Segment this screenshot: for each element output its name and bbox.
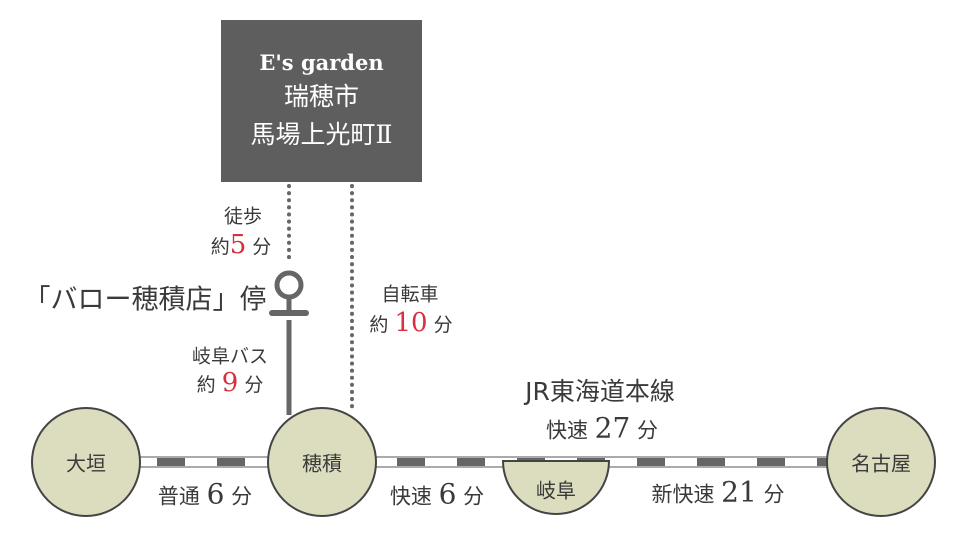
- unit: 分: [637, 418, 659, 443]
- destination-city: 瑞穂市: [283, 82, 359, 111]
- prefix: 約: [369, 314, 389, 336]
- bus-minutes: 9: [221, 368, 239, 398]
- station-label: 大垣: [66, 451, 106, 476]
- prefix: 約: [196, 374, 216, 396]
- destination-box: E's garden 瑞穂市 馬場上光町Ⅱ: [221, 20, 422, 182]
- destination-area: 馬場上光町Ⅱ: [250, 120, 393, 149]
- unit: 分: [463, 484, 485, 509]
- station-label: 岐阜: [536, 478, 576, 503]
- minutes: 6: [206, 477, 225, 511]
- unit: 分: [252, 236, 272, 258]
- unit: 分: [763, 482, 785, 507]
- service: 快速: [389, 484, 432, 509]
- line-minutes: 27: [594, 411, 631, 445]
- service: 新快速: [651, 482, 715, 507]
- station-hozumi: [267, 407, 377, 517]
- station-gifu: [501, 460, 611, 515]
- minutes: 21: [721, 475, 757, 509]
- rail-line: [135, 456, 833, 468]
- service: 普通: [157, 484, 200, 509]
- bike-minutes: 10: [394, 308, 428, 338]
- station-ogaki: [31, 407, 141, 517]
- line-name: JR東海道本線: [525, 377, 675, 406]
- station-label: 穂積: [302, 451, 342, 476]
- unit: 分: [231, 484, 253, 509]
- segment-time: 普通 6 分: [158, 478, 252, 511]
- bus-mode: 岐阜バス: [191, 345, 269, 368]
- unit: 分: [433, 314, 453, 336]
- bike-mode: 自転車: [381, 283, 439, 306]
- bus-stop-name: 「バロー穂積店」停: [23, 284, 267, 316]
- walk-time: 約5 分: [211, 230, 272, 260]
- bus-time: 約 9 分: [197, 368, 264, 398]
- walk-minutes: 5: [229, 230, 247, 260]
- bus-stop-icon: [269, 270, 309, 316]
- service: 快速: [545, 418, 588, 443]
- station-nagoya: [826, 407, 936, 517]
- segment-time: 快速 6 分: [390, 478, 484, 511]
- walk-mode: 徒歩: [223, 205, 263, 228]
- prefix: 約: [210, 236, 230, 258]
- station-label: 名古屋: [851, 451, 911, 476]
- destination-name: E's garden: [259, 50, 384, 75]
- line-time: 快速 27 分: [546, 412, 658, 445]
- minutes: 6: [438, 477, 457, 511]
- segment-time: 新快速 21 分: [651, 476, 784, 509]
- unit: 分: [244, 374, 264, 396]
- bike-time: 約 10 分: [369, 308, 452, 338]
